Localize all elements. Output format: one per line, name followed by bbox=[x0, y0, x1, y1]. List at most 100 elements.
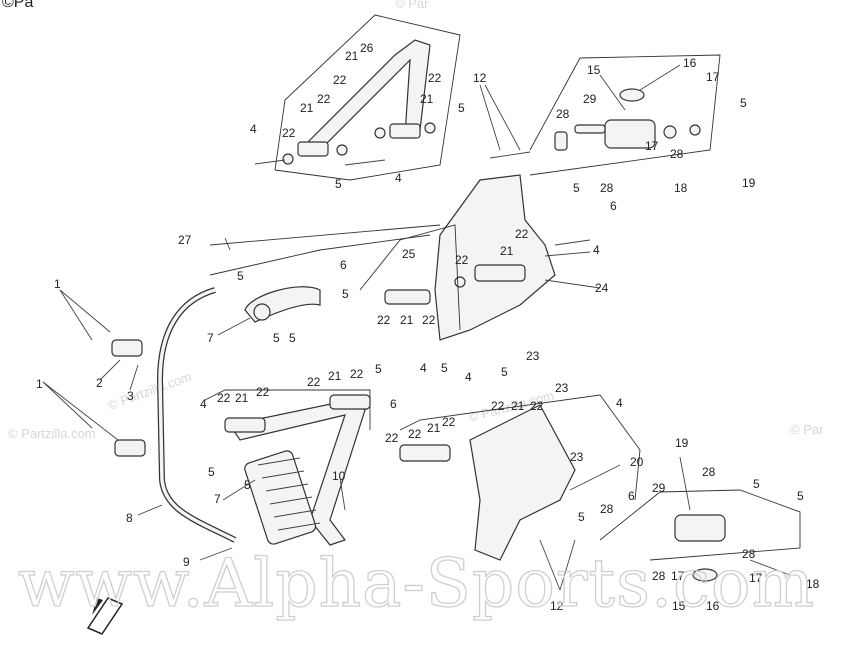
stabilizer-bar-inner bbox=[158, 288, 236, 542]
callout-21-f: 21 bbox=[235, 391, 249, 405]
callout-23-a: 23 bbox=[526, 349, 540, 363]
callout-22-m: 22 bbox=[408, 427, 422, 441]
callout-22-d: 22 bbox=[428, 71, 442, 85]
callout-17-d: 17 bbox=[749, 571, 763, 585]
callout-5-c: 5 bbox=[273, 331, 280, 345]
lower-right-bracket bbox=[674, 514, 726, 542]
callout-5-o: 5 bbox=[797, 489, 804, 503]
callout-16-a: 16 bbox=[683, 56, 697, 70]
lower-arm-20 bbox=[469, 404, 576, 561]
watermark-partzilla-mid: © Partzilla.com bbox=[106, 369, 193, 413]
watermark-alpha-sports: www.Alpha-Sports.com bbox=[18, 545, 815, 622]
callout-6-c: 6 bbox=[390, 397, 397, 411]
callout-21-g: 21 bbox=[328, 369, 342, 383]
callout-4-f: 4 bbox=[465, 370, 472, 384]
callout-8: 8 bbox=[126, 511, 133, 525]
callout-19-a: 19 bbox=[742, 176, 756, 190]
callout-9: 9 bbox=[183, 555, 190, 569]
callout-18-a: 18 bbox=[674, 181, 688, 195]
callout-12-a: 12 bbox=[473, 71, 487, 85]
callout-5-i: 5 bbox=[441, 361, 448, 375]
callout-29-a: 29 bbox=[583, 92, 597, 106]
coil-spring-shock bbox=[244, 450, 321, 545]
washer-22-b bbox=[336, 144, 348, 156]
callout-7-b: 7 bbox=[214, 492, 221, 506]
callout-28-b: 28 bbox=[600, 181, 614, 195]
shock-eye bbox=[253, 303, 271, 321]
callout-21-b: 21 bbox=[345, 49, 359, 63]
callout-21-c: 21 bbox=[420, 92, 434, 106]
callout-28-g: 28 bbox=[652, 569, 666, 583]
callout-23-c: 23 bbox=[570, 450, 584, 464]
callout-17-c: 17 bbox=[671, 569, 685, 583]
callout-5-j: 5 bbox=[375, 362, 382, 376]
callout-22-b: 22 bbox=[317, 92, 331, 106]
callout-12-b: 12 bbox=[550, 599, 564, 613]
callout-3: 3 bbox=[127, 389, 134, 403]
callout-19-b: 19 bbox=[675, 436, 689, 450]
copyright-text: ©Pa bbox=[2, 0, 34, 11]
callout-5-p: 5 bbox=[753, 477, 760, 491]
callout-labels: 1 1 2 3 8 9 27 5 6 7 5 5 5 4 22 21 22 21… bbox=[36, 41, 820, 613]
callout-4-g: 4 bbox=[616, 396, 623, 410]
bar-bracket-3 bbox=[114, 439, 146, 457]
callout-1-upper: 1 bbox=[54, 277, 61, 291]
callout-22-n: 22 bbox=[385, 431, 399, 445]
cap-15-lower bbox=[692, 568, 718, 582]
pivot-bracket bbox=[604, 119, 656, 149]
callout-18-b: 18 bbox=[806, 577, 820, 591]
callout-7-a: 7 bbox=[207, 331, 214, 345]
callout-5-h: 5 bbox=[573, 181, 580, 195]
callout-5-e: 5 bbox=[458, 101, 465, 115]
callout-4-b: 4 bbox=[395, 171, 402, 185]
front-arrow-icon bbox=[86, 597, 124, 635]
callout-4-c: 4 bbox=[593, 243, 600, 257]
watermark-partzilla-left: © Partzilla.com bbox=[8, 426, 96, 441]
bolt-4-top bbox=[254, 159, 286, 165]
callout-21-a: 21 bbox=[300, 101, 314, 115]
callout-5-d: 5 bbox=[289, 331, 296, 345]
callout-23-b: 23 bbox=[555, 381, 569, 395]
callout-5-g: 5 bbox=[740, 96, 747, 110]
washer-22-d bbox=[424, 122, 436, 134]
callout-4-e: 4 bbox=[200, 397, 207, 411]
cap-15 bbox=[619, 88, 645, 102]
callout-5-l: 5 bbox=[244, 478, 251, 492]
bolt-4-top-b bbox=[344, 159, 386, 166]
callout-22-k: 22 bbox=[307, 375, 321, 389]
callout-20: 20 bbox=[630, 455, 644, 469]
callout-29-b: 29 bbox=[652, 481, 666, 495]
callout-4-a: 4 bbox=[250, 122, 257, 136]
arm-bushing-right bbox=[389, 123, 421, 139]
callout-22-q: 22 bbox=[530, 399, 544, 413]
washer-center-a bbox=[454, 276, 466, 288]
right-arm-bushing bbox=[329, 394, 371, 410]
callout-10: 10 bbox=[332, 469, 346, 483]
callout-22-f: 22 bbox=[515, 227, 529, 241]
callout-6-a: 6 bbox=[340, 258, 347, 272]
knuckle-plate-24 bbox=[434, 174, 556, 341]
callout-16-b: 16 bbox=[706, 599, 720, 613]
callout-22-p: 22 bbox=[491, 399, 505, 413]
callout-28-d: 28 bbox=[702, 465, 716, 479]
callout-21-h: 21 bbox=[427, 421, 441, 435]
arm-bushing-left bbox=[297, 141, 329, 157]
bar-bracket-2 bbox=[111, 339, 143, 357]
callout-6-d: 6 bbox=[628, 489, 635, 503]
callout-24: 24 bbox=[595, 281, 609, 295]
lower-bushing-20 bbox=[399, 444, 451, 462]
callout-17-b: 17 bbox=[645, 139, 659, 153]
left-arm-bushing bbox=[224, 417, 266, 433]
callout-28-a: 28 bbox=[556, 107, 570, 121]
callout-22-c: 22 bbox=[333, 73, 347, 87]
callout-5-a: 5 bbox=[237, 269, 244, 283]
callout-28-c: 28 bbox=[670, 147, 684, 161]
callout-21-d: 21 bbox=[500, 244, 514, 258]
callout-5-f: 5 bbox=[335, 177, 342, 191]
callout-26: 26 bbox=[360, 41, 374, 55]
washer-22-a bbox=[282, 153, 294, 165]
callout-5-b: 5 bbox=[342, 287, 349, 301]
callout-28-f: 28 bbox=[742, 547, 756, 561]
callout-22-i: 22 bbox=[217, 391, 231, 405]
